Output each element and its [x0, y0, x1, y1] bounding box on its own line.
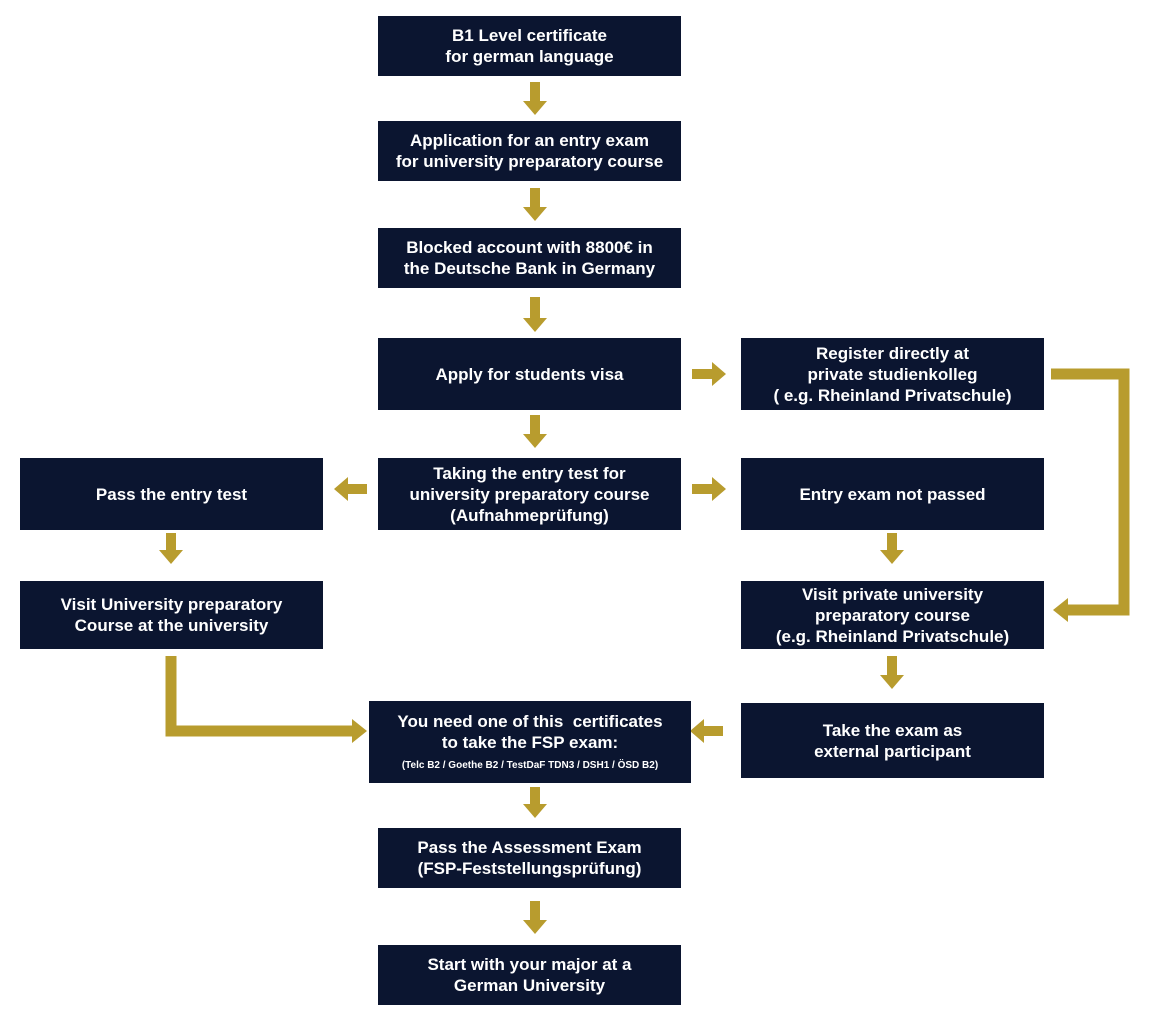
pass-entry-test-line1: Pass the entry test: [95, 484, 248, 504]
visit-private-course-box: Visit private university preparatory cou…: [741, 581, 1044, 649]
start-major-box: Start with your major at a German Univer…: [378, 945, 681, 1005]
arrow-visa-to-entry-test: [523, 415, 547, 448]
entry-exam-application-line2: for university preparatory course: [395, 152, 664, 171]
arrow-b1-to-application: [523, 82, 547, 115]
arrow-private-to-external: [880, 656, 904, 689]
start-major-line1: Start with your major at a: [427, 955, 632, 974]
register-private-box: Register directly at private studienkoll…: [741, 338, 1044, 410]
certificates-needed-line1: You need one of this certificates: [397, 712, 663, 731]
certificates-needed-box: You need one of this certificates to tak…: [369, 701, 691, 783]
certificates-needed-list: (Telc B2 / Goethe B2 / TestDaF TDN3 / DS…: [401, 760, 659, 771]
arrow-certificates-to-assessment: [523, 787, 547, 818]
connector-uni-course-line: [165, 656, 352, 737]
taking-entry-test-line1: Taking the entry test for: [433, 463, 626, 483]
connector-register-arrowhead: [1053, 598, 1068, 622]
assessment-exam-line2: (FSP-Feststellungsprüfung): [417, 859, 642, 878]
start-major-line2: German University: [453, 976, 606, 995]
arrow-external-to-certificates: [690, 719, 723, 743]
visit-private-course-line3: (e.g. Rheinland Privatschule): [775, 626, 1010, 646]
assessment-exam-box: Pass the Assessment Exam (FSP-Feststellu…: [378, 828, 681, 888]
entry-not-passed-box: Entry exam not passed: [741, 458, 1044, 530]
visit-private-course-line2: preparatory course: [815, 605, 970, 625]
arrow-application-to-account: [523, 188, 547, 221]
external-exam-line2: external participant: [814, 741, 971, 761]
connector-register-line: [1051, 368, 1130, 616]
student-visa-box: Apply for students visa: [378, 338, 681, 410]
external-exam-box: Take the exam as external participant: [741, 703, 1044, 778]
blocked-account-line2: the Deutsche Bank in Germany: [403, 259, 656, 278]
arrow-visa-to-register: [692, 362, 726, 386]
arrow-not-passed-to-private: [880, 533, 904, 564]
arrow-pass-to-visit-uni: [159, 533, 183, 564]
visit-uni-course-line2: Course at the university: [74, 616, 269, 635]
blocked-account-line1: Blocked account with 8800€ in: [406, 238, 653, 257]
register-private-line3: ( e.g. Rheinland Privatschule): [773, 385, 1012, 405]
arrow-test-to-not-passed: [692, 477, 726, 501]
entry-not-passed-line1: Entry exam not passed: [799, 484, 986, 504]
arrow-account-to-visa: [523, 297, 547, 332]
arrow-test-to-pass: [334, 477, 367, 501]
visit-private-course-line1: Visit private university: [801, 584, 984, 604]
student-visa-line1: Apply for students visa: [435, 364, 624, 384]
b1-certificate-line2: for german language: [445, 47, 614, 66]
taking-entry-test-line2: university preparatory course: [409, 484, 650, 504]
register-private-line1: Register directly at: [815, 343, 970, 363]
arrow-assessment-to-major: [523, 901, 547, 934]
entry-exam-application-line1: Application for an entry exam: [410, 131, 649, 150]
connector-uni-course-arrowhead: [352, 719, 367, 743]
taking-entry-test-box: Taking the entry test for university pre…: [378, 458, 681, 530]
certificates-needed-line2: to take the FSP exam:: [441, 733, 619, 752]
pass-entry-test-box: Pass the entry test: [20, 458, 323, 530]
external-exam-line1: Take the exam as: [822, 720, 963, 740]
assessment-exam-line1: Pass the Assessment Exam: [417, 838, 642, 857]
visit-uni-course-box: Visit University preparatory Course at t…: [20, 581, 323, 649]
register-private-line2: private studienkolleg: [807, 364, 978, 384]
b1-certificate-box: B1 Level certificate for german language: [378, 16, 681, 76]
blocked-account-box: Blocked account with 8800€ in the Deutsc…: [378, 228, 681, 288]
b1-certificate-line1: B1 Level certificate: [452, 26, 607, 45]
visit-uni-course-line1: Visit University preparatory: [60, 595, 283, 614]
taking-entry-test-line3: (Aufnahmeprüfung): [450, 505, 609, 525]
entry-exam-application-box: Application for an entry exam for univer…: [378, 121, 681, 181]
